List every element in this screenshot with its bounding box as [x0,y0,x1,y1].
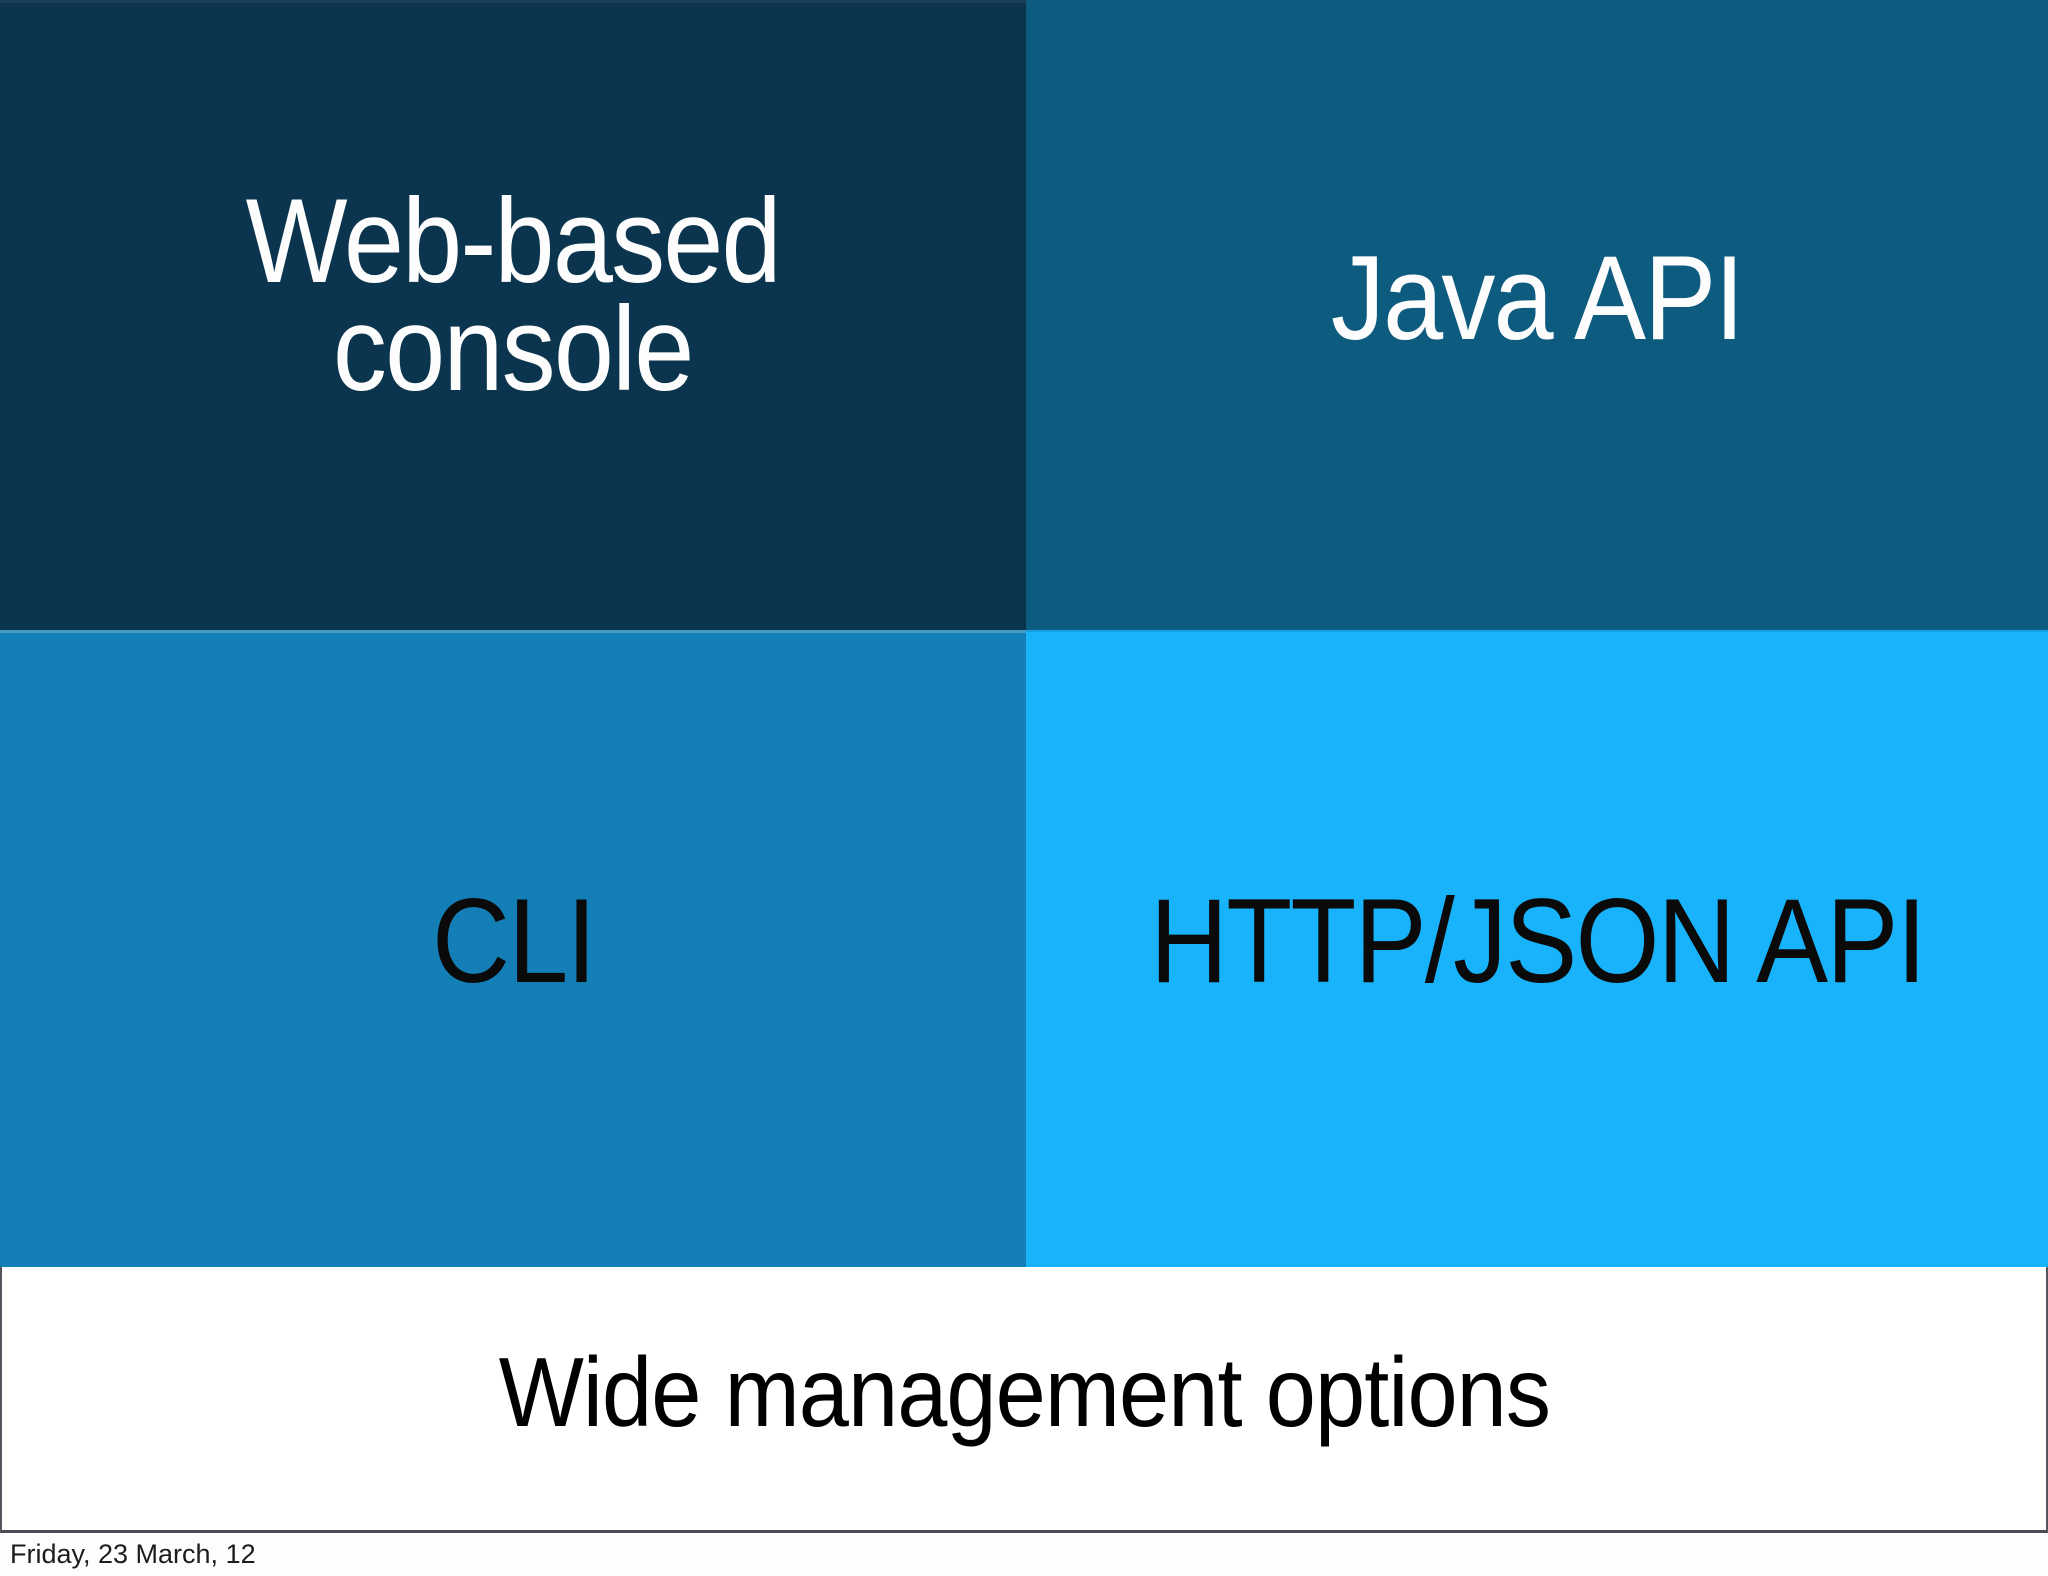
quadrant-grid: Web-based console Java API CLI HTTP/JSON… [0,0,2048,1267]
cli-label: CLI [431,873,596,1008]
quadrant-web-console: Web-based console [0,0,1026,630]
web-console-label: Web-based console [245,174,782,416]
slide: Web-based console Java API CLI HTTP/JSON… [0,0,2048,1533]
bottom-row: CLI HTTP/JSON API [0,630,2048,1267]
top-row: Web-based console Java API [0,0,2048,630]
footer: Friday, 23 March, 12 [0,1533,2048,1576]
java-api-label: Java API [1331,231,1745,365]
caption-strip: Wide management options [0,1267,2048,1533]
footer-date: Friday, 23 March, 12 [10,1539,256,1569]
slide-caption: Wide management options [498,1337,1550,1447]
quadrant-cli: CLI [0,630,1026,1267]
quadrant-java-api: Java API [1026,0,2048,630]
quadrant-http-json-api: HTTP/JSON API [1026,630,2048,1267]
http-json-api-label: HTTP/JSON API [1149,873,1927,1008]
